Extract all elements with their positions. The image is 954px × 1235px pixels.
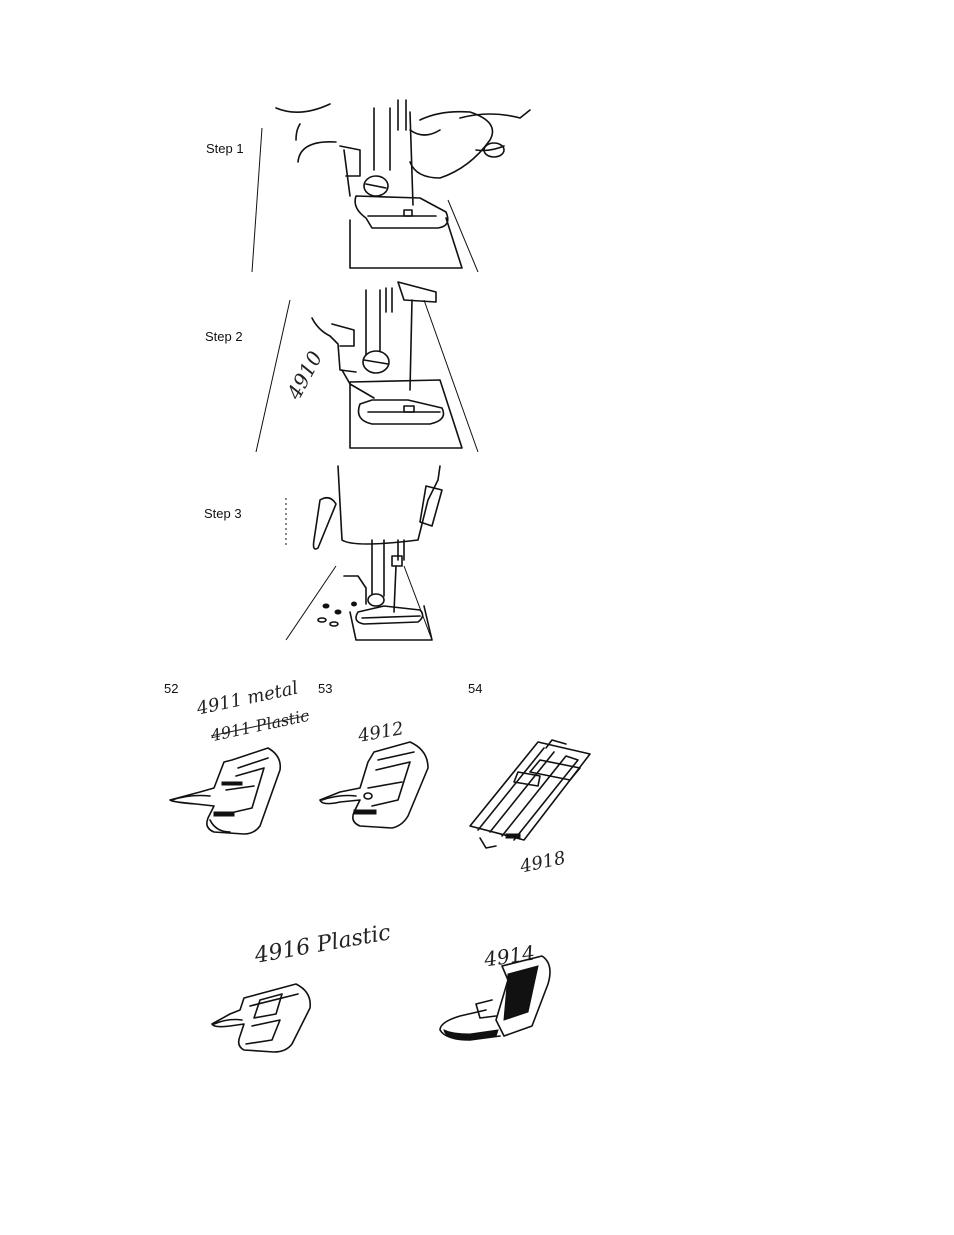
figure-53-presser-foot bbox=[320, 742, 428, 828]
foot-4914-zipper bbox=[440, 956, 550, 1040]
foot-4916-plastic bbox=[212, 984, 310, 1052]
figure-54-presser-foot bbox=[470, 740, 590, 848]
step-3-illustration bbox=[286, 466, 442, 640]
step-2-illustration bbox=[256, 282, 478, 452]
step-1-illustration bbox=[252, 100, 530, 272]
figure-52-presser-foot bbox=[170, 748, 280, 834]
